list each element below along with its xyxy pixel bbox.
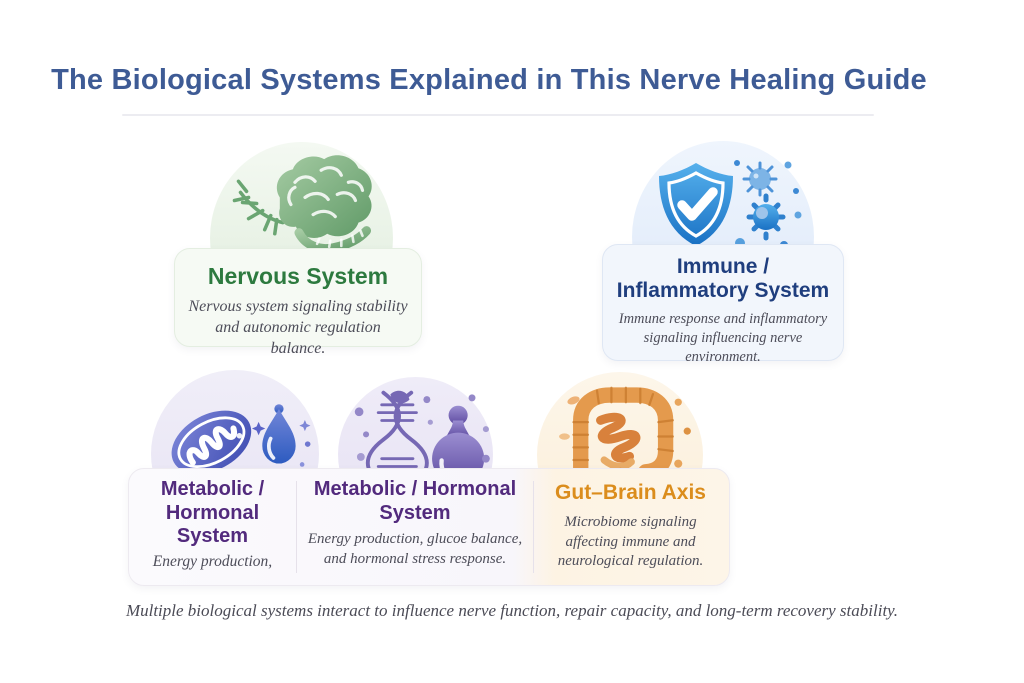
- metabolic-center-card: Metabolic / Hormonal System Energy produ…: [297, 469, 533, 585]
- metabolic-left-title: Metabolic / Hormonal System: [160, 478, 265, 548]
- immune-system-card: Immune / Inflammatory System Immune resp…: [602, 244, 844, 365]
- nervous-system-card: Nervous System Nervous system signaling …: [174, 248, 422, 357]
- nervous-system-description: Nervous system signaling stability and a…: [188, 298, 408, 358]
- page-title: The Biological Systems Explained in This…: [51, 64, 927, 96]
- metabolic-center-description: Energy production, glucoe balance, and h…: [307, 531, 523, 567]
- bottom-systems-panel: Metabolic / Hormonal System Energy produ…: [128, 468, 730, 586]
- brain-nerve-icon: [216, 142, 388, 334]
- footer-note: Multiple biological systems interact to …: [125, 601, 899, 620]
- metabolic-left-description: Energy production,: [152, 552, 273, 570]
- gut-brain-card: Gut–Brain Axis Microbiome signaling affe…: [534, 469, 727, 585]
- nervous-system-title: Nervous System: [207, 263, 389, 289]
- immune-system-description: Immune response and inflammatory signali…: [618, 311, 828, 365]
- immune-system-title: Immune / Inflammatory System: [616, 255, 830, 303]
- gut-brain-description: Microbiome signaling affecting immune an…: [557, 513, 704, 570]
- gut-brain-title: Gut–Brain Axis: [555, 481, 706, 504]
- panel-divider: [533, 481, 534, 573]
- metabolic-center-title: Metabolic / Hormonal System: [313, 478, 517, 524]
- title-divider: [122, 114, 874, 116]
- shield-check-virus-icon: [638, 151, 808, 333]
- metabolic-left-card: Metabolic / Hormonal System Energy produ…: [129, 469, 296, 585]
- mitochondria-droplet-icon: [154, 380, 316, 538]
- panel-divider: [296, 481, 297, 573]
